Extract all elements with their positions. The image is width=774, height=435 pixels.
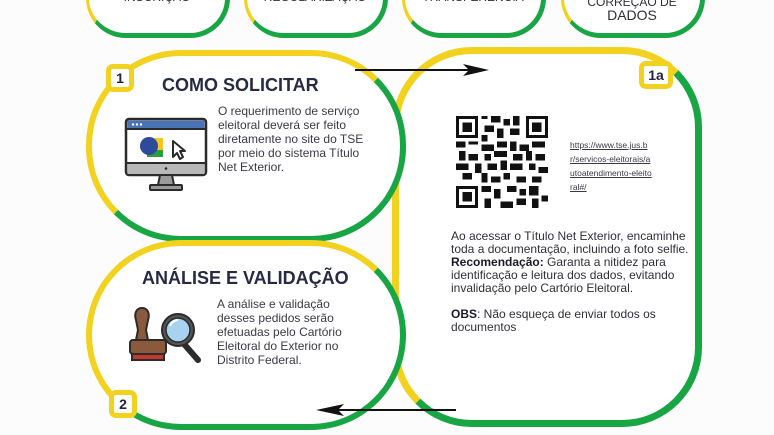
stamp-magnifier-icon	[129, 306, 201, 363]
transferencia-button[interactable]: TRANSFERÊNCIA	[402, 0, 546, 38]
step-1-badge: 1	[106, 64, 134, 92]
step-1a-intro: Ao acessar o Título Net Exterior, encami…	[451, 229, 689, 256]
step-1-description: O requerimento de serviço eleitoral deve…	[218, 104, 364, 174]
correcao-label-line2: DADOS	[607, 7, 657, 23]
regularizacao-label: REGULARIZAÇÃO	[264, 0, 367, 3]
computer-monitor-icon	[124, 117, 208, 191]
correcao-dados-button[interactable]: CORREÇÃO DE DADOS	[561, 0, 705, 38]
step-1-title: COMO SOLICITAR	[162, 75, 319, 95]
recommendation-text: Garanta a nitidez para identificação e l…	[451, 255, 675, 295]
correcao-label-line1: CORREÇÃO DE	[587, 0, 677, 9]
arrow-left-icon	[316, 404, 456, 416]
step-2-badge: 2	[109, 390, 137, 418]
tse-link[interactable]: https://www.tse.jus.br/servicos-eleitora…	[570, 140, 652, 192]
inscricao-button[interactable]: INSCRIÇÃO	[86, 0, 230, 38]
obs-label: OBS	[451, 307, 478, 321]
step-1a-card	[392, 47, 702, 427]
step-1a-info: Ao acessar o Título Net Exterior, encami…	[451, 230, 691, 334]
step-2-card	[86, 240, 406, 430]
step-2-title: ANÁLISE E VALIDAÇÃO	[142, 268, 349, 288]
step-1a-obs: OBS: Não esqueça de enviar todos os docu…	[451, 308, 691, 334]
inscricao-label: INSCRIÇÃO	[124, 0, 191, 3]
transferencia-label: TRANSFERÊNCIA	[422, 0, 523, 3]
arrow-right-icon	[355, 64, 489, 76]
qr-code-icon[interactable]	[456, 116, 548, 208]
obs-text: : Não esqueça de enviar todos os documen…	[451, 307, 656, 334]
step-1a-badge: 1a	[639, 61, 673, 89]
recommendation-label: Recomendação:	[451, 255, 544, 269]
step-2-description: A análise e validação desses pedidos ser…	[217, 297, 342, 367]
regularizacao-button[interactable]: REGULARIZAÇÃO	[244, 0, 388, 38]
step-1a-recommendation: Recomendação: Garanta a nitidez para ide…	[451, 256, 691, 295]
